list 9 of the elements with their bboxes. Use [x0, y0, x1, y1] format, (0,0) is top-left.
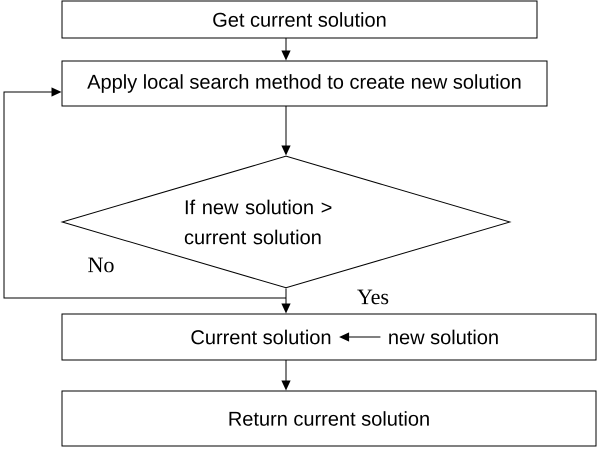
text-label: new solution — [389, 330, 498, 344]
process-box — [62, 314, 596, 360]
process-box: Apply local search method to create new solution — [62, 60, 548, 106]
arrow — [4, 87, 286, 298]
edge-label: No — [86, 256, 116, 274]
process-box: Get current solution — [62, 0, 538, 38]
edge-label: Yes — [356, 288, 390, 306]
text-label: Current solution — [191, 330, 330, 344]
process-box: Return current solution — [62, 390, 596, 446]
